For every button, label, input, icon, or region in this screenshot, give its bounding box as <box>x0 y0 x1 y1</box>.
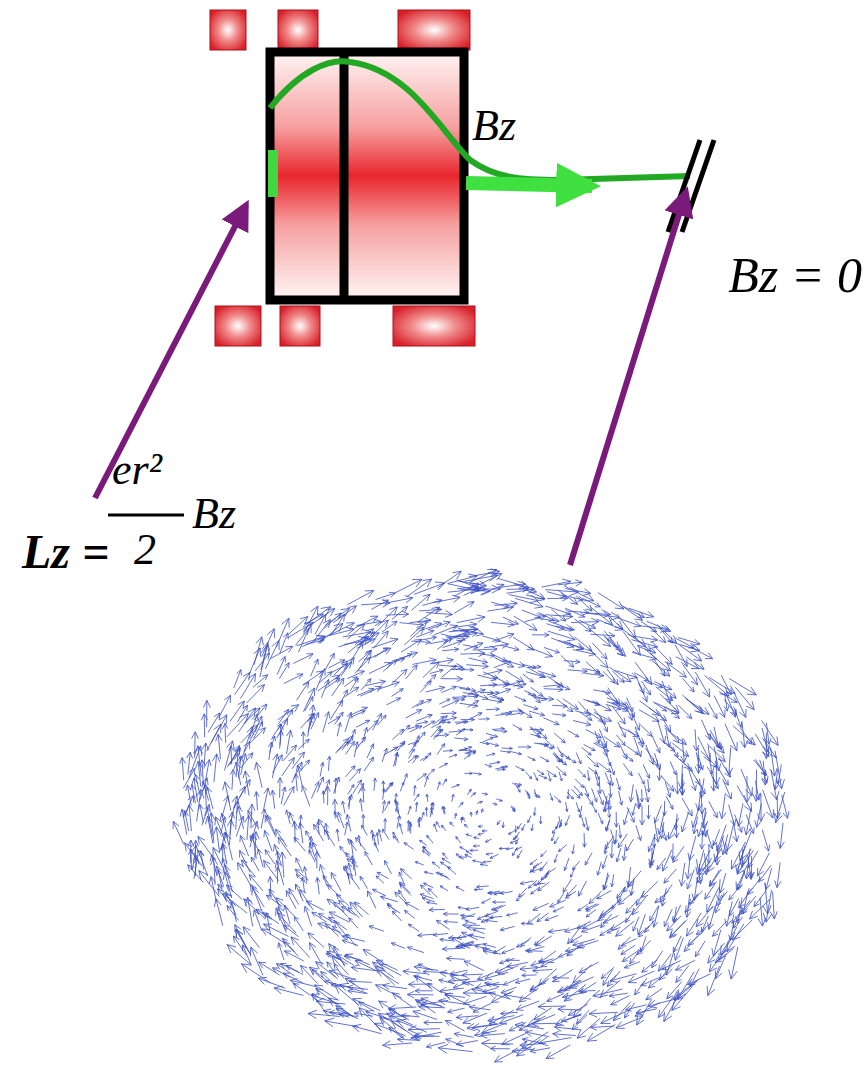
field-condition: Bz = 0 <box>728 250 862 300</box>
formula-denominator: 2 <box>134 528 156 572</box>
vector-arrows <box>173 569 789 1062</box>
beam-arrow <box>466 183 592 186</box>
fraction-bar <box>108 514 184 517</box>
formula-lhs: Lz = <box>22 528 109 576</box>
bz-field-curve <box>270 61 690 180</box>
cavity <box>268 52 464 300</box>
vortex-vector-field <box>173 569 789 1062</box>
field-label: Bz <box>472 104 516 148</box>
formula-factor: Bz <box>192 492 236 536</box>
pointer-arrow <box>570 192 686 565</box>
formula-numerator: er² <box>112 448 162 492</box>
pointer-arrow <box>95 205 246 498</box>
